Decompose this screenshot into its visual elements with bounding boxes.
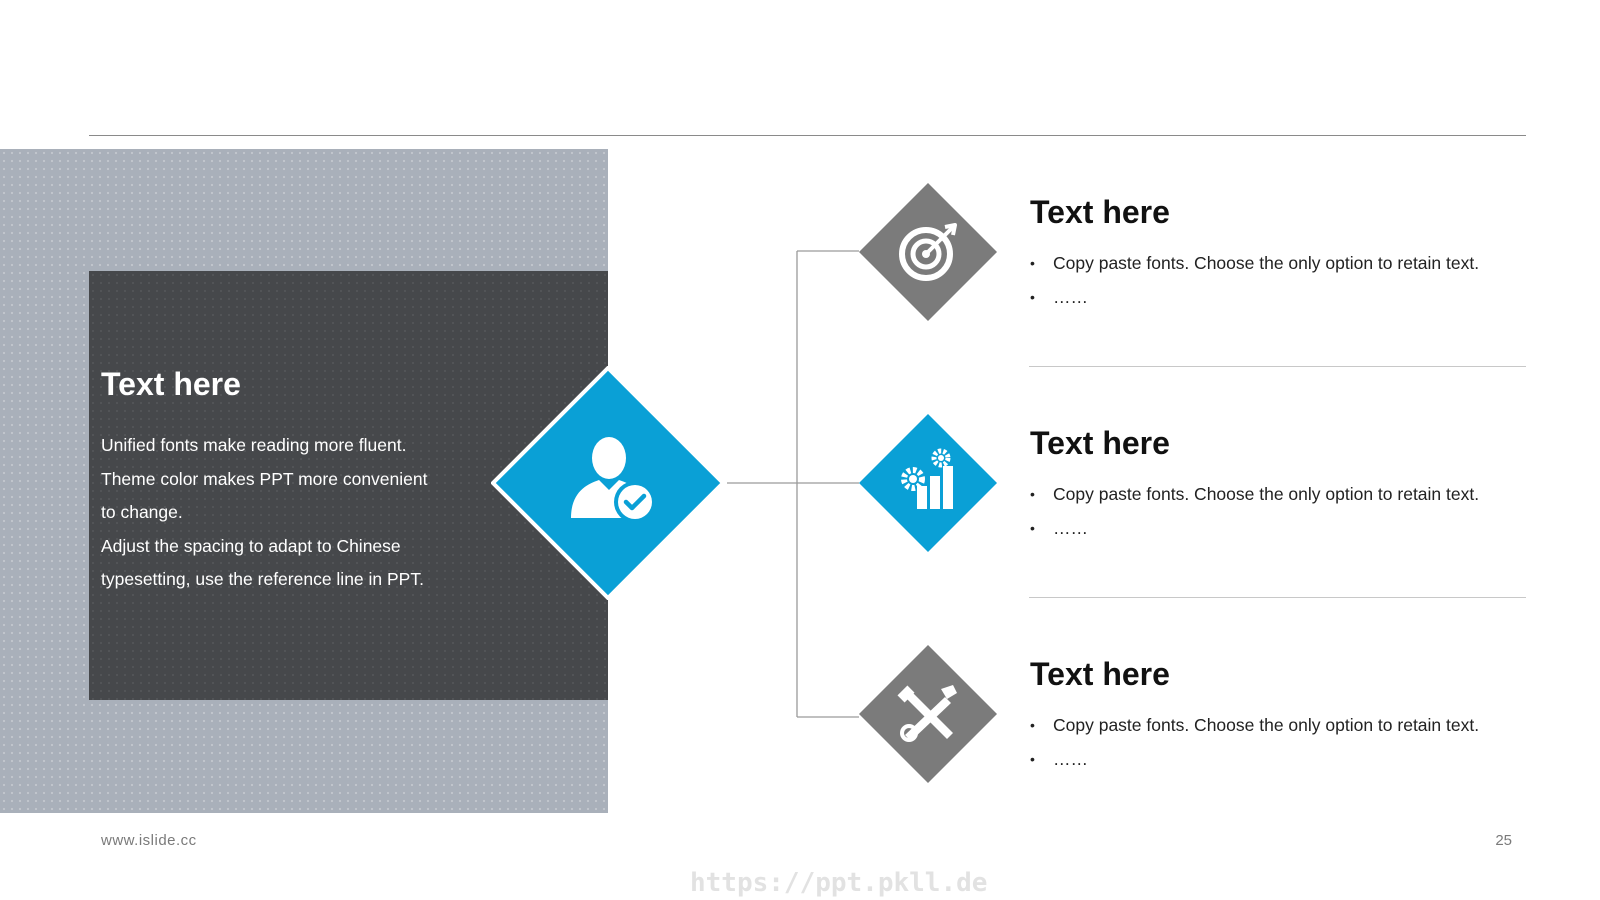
left-line: to change. <box>101 502 183 522</box>
bullet-item: •…… <box>1030 511 1479 545</box>
left-line: Unified fonts make reading more fluent. <box>101 435 407 455</box>
bullet-dot: • <box>1030 520 1035 536</box>
background-panel <box>0 149 608 813</box>
target-icon <box>899 223 957 281</box>
bullet-dot: • <box>1030 289 1035 305</box>
item-bullets-3: •Copy paste fonts. Choose the only optio… <box>1030 708 1479 776</box>
bullet-item: •Copy paste fonts. Choose the only optio… <box>1030 477 1479 511</box>
bullet-item: •…… <box>1030 742 1479 776</box>
gears-chart-icon <box>901 448 953 509</box>
tools-icon <box>897 685 957 742</box>
bullet-item: •…… <box>1030 280 1479 314</box>
item-separator-1 <box>1029 366 1526 367</box>
item-title-1: Text here <box>1030 194 1170 230</box>
bullet-dot: • <box>1030 717 1035 733</box>
user-check-icon <box>571 437 656 523</box>
item-bullets-1: •Copy paste fonts. Choose the only optio… <box>1030 246 1479 314</box>
left-line: typesetting, use the reference line in P… <box>101 569 424 589</box>
item-diamond-2 <box>859 414 997 552</box>
watermark: https://ppt.pkll.de <box>690 868 988 898</box>
item-title-2: Text here <box>1030 425 1170 461</box>
bullet-dot: • <box>1030 486 1035 502</box>
item-title-3: Text here <box>1030 656 1170 692</box>
left-body: Unified fonts make reading more fluent. … <box>101 429 461 597</box>
page-number: 25 <box>1495 832 1512 849</box>
top-divider <box>89 135 1526 136</box>
left-title: Text here <box>101 366 241 402</box>
item-diamond-1 <box>859 183 997 321</box>
item-diamond-3 <box>859 645 997 783</box>
left-line: Adjust the spacing to adapt to Chinese <box>101 535 401 556</box>
item-bullets-2: •Copy paste fonts. Choose the only optio… <box>1030 477 1479 545</box>
bullet-dot: • <box>1030 255 1035 271</box>
footer-website: www.islide.cc <box>101 832 197 849</box>
bullet-item: •Copy paste fonts. Choose the only optio… <box>1030 708 1479 742</box>
bullet-item: •Copy paste fonts. Choose the only optio… <box>1030 246 1479 280</box>
item-separator-2 <box>1029 597 1526 598</box>
main-diamond <box>491 366 725 600</box>
left-line: Theme color makes PPT more convenient <box>101 468 428 489</box>
bullet-dot: • <box>1030 751 1035 767</box>
